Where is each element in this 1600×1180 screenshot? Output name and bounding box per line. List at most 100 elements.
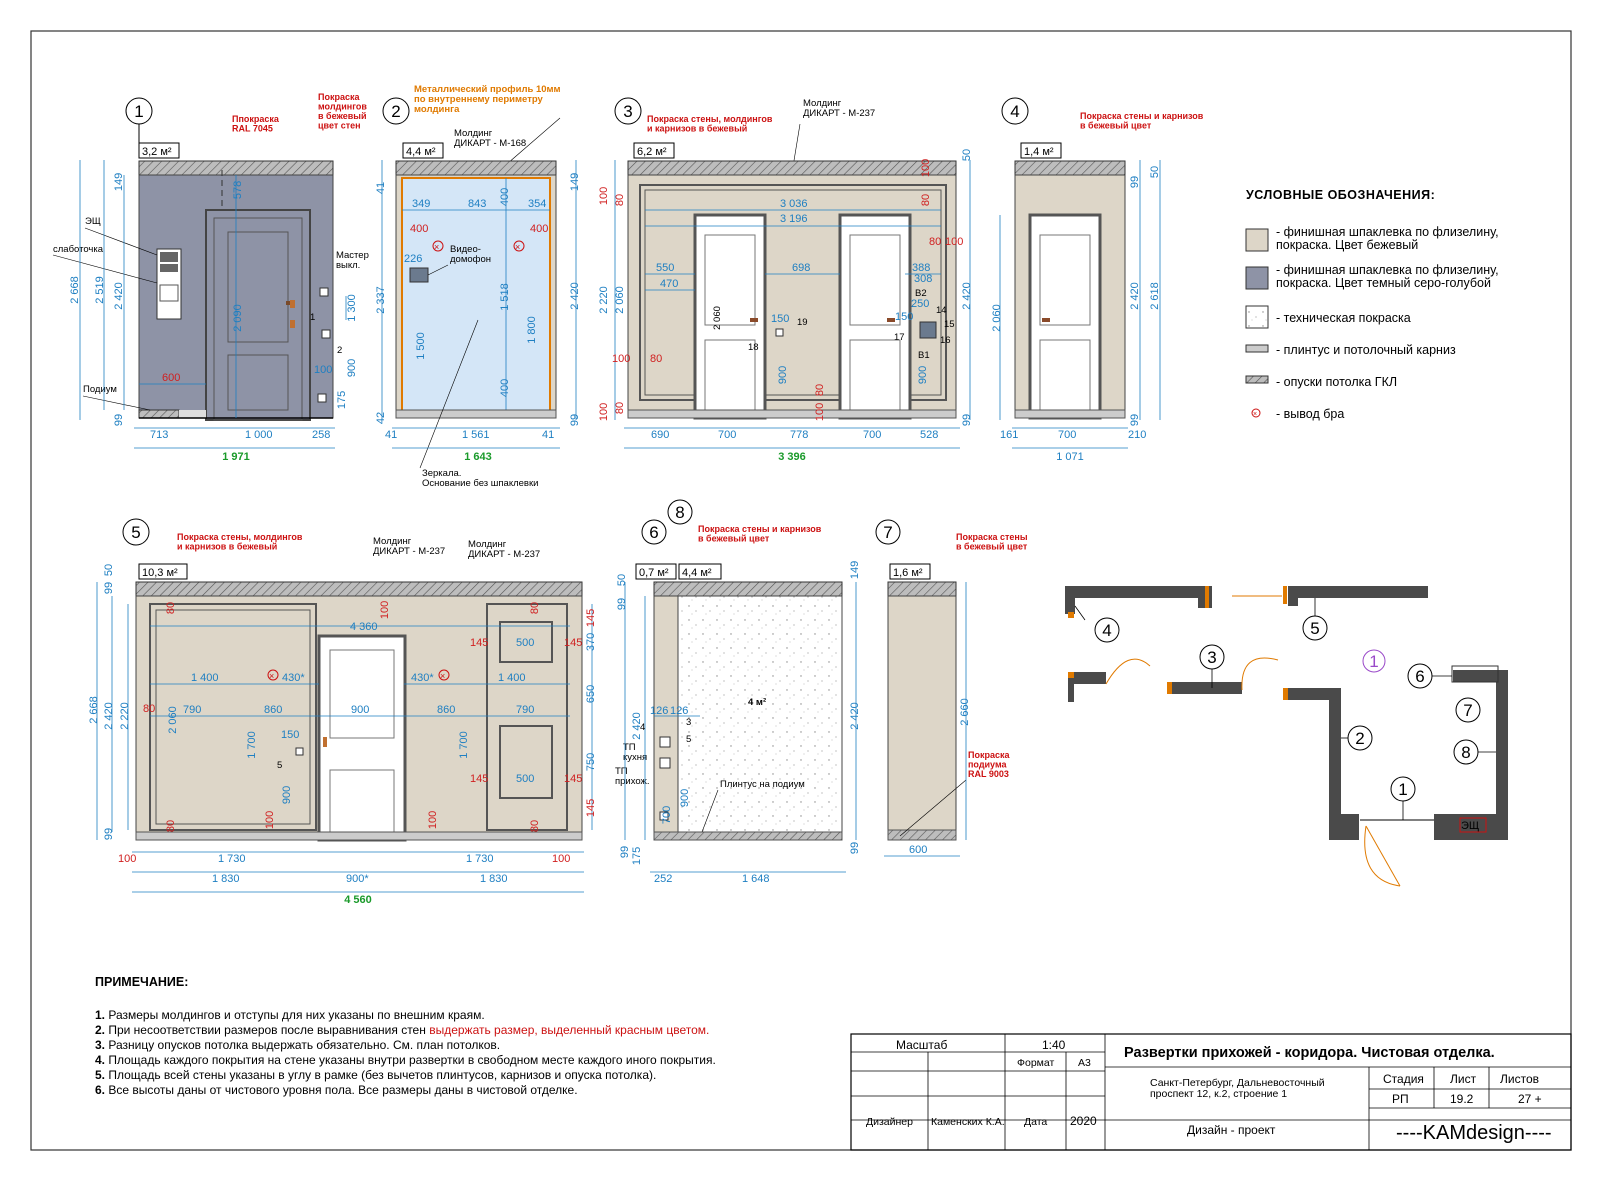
- dim-2420: 2 420: [631, 712, 643, 740]
- dim-100: 100: [598, 187, 610, 205]
- legend-item: - опуски потолка ГКЛ: [1276, 375, 1397, 389]
- dim-900: 900: [917, 366, 929, 384]
- sheets-label: Листов: [1500, 1072, 1539, 1086]
- designer-label: Дизайнер: [866, 1116, 913, 1128]
- dim-2337: 2 337: [375, 286, 387, 314]
- dim-2668: 2 668: [69, 276, 81, 304]
- dim-total: 1 643: [464, 451, 492, 463]
- dim-50: 50: [616, 574, 628, 586]
- view-number: 5: [131, 523, 140, 542]
- sheet-value: 19.2: [1450, 1092, 1474, 1106]
- view-number: 3: [623, 102, 632, 121]
- dim-80: 80: [143, 703, 155, 715]
- mirror: [401, 177, 551, 413]
- dim-41: 41: [375, 182, 387, 194]
- dim-550: 550: [656, 262, 674, 274]
- legend-item: - плинтус и потолочный карниз: [1276, 343, 1456, 357]
- dim-1730: 1 730: [466, 853, 494, 865]
- dim-99: 99: [619, 846, 631, 858]
- dim-1518: 1 518: [499, 283, 511, 311]
- dim-2220: 2 220: [119, 702, 131, 730]
- dim-650: 650: [585, 685, 597, 703]
- dim-100: 100: [264, 811, 276, 829]
- dim-100: 100: [118, 853, 136, 865]
- dim-1700: 1 700: [246, 731, 258, 759]
- dim-total: 1 071: [1056, 451, 1084, 463]
- dim-149: 149: [113, 173, 125, 191]
- note-item: 1. Размеры молдингов и отступы для них у…: [95, 1008, 485, 1022]
- note-item: 4. Площадь каждого покрытия на стене ука…: [95, 1053, 716, 1067]
- label-5: 5: [686, 734, 691, 745]
- label-b2: B2: [915, 288, 927, 299]
- label-b1: B1: [918, 350, 930, 361]
- dim-354: 354: [528, 198, 546, 210]
- plan-label: 7: [1463, 701, 1472, 720]
- dim-2668: 2 668: [88, 696, 100, 724]
- scale-value: 1:40: [1042, 1038, 1066, 1052]
- dim-790: 790: [516, 704, 534, 716]
- dim-149: 149: [569, 173, 581, 191]
- dim-145: 145: [585, 799, 597, 817]
- dim-126: 126: [650, 705, 668, 717]
- dim-900: 900: [679, 789, 691, 807]
- label-podium: Подиум: [83, 384, 117, 395]
- dim-100: 100: [920, 159, 932, 177]
- dim-total: 1 971: [222, 451, 250, 463]
- dim-99: 99: [103, 828, 115, 840]
- dim-100: 100: [612, 353, 630, 365]
- dim-400: 400: [530, 223, 548, 235]
- notes-title: ПРИМЕЧАНИЕ:: [95, 975, 188, 989]
- label-15: 15: [944, 319, 955, 330]
- dim-80: 80: [614, 402, 626, 414]
- dim-175: 175: [631, 847, 643, 865]
- dim-1400: 1 400: [498, 672, 526, 684]
- dim-578: 578: [232, 181, 244, 199]
- format-value: А3: [1078, 1057, 1091, 1069]
- dim-900: 900*: [346, 873, 369, 885]
- dim-100: 100: [814, 403, 826, 421]
- dim-2618: 2 618: [1149, 282, 1161, 310]
- dim-3196: 3 196: [780, 213, 808, 225]
- note-item: 6. Все высоты даны от чистового уровня п…: [95, 1083, 578, 1097]
- dim-100: 100: [552, 853, 570, 865]
- svg-text:×: ×: [434, 242, 439, 252]
- dim-1830: 1 830: [480, 873, 508, 885]
- dim-2420: 2 420: [103, 702, 115, 730]
- dim-900: 900: [777, 366, 789, 384]
- dim-698: 698: [792, 262, 810, 274]
- dim-388: 388: [912, 262, 930, 274]
- dim-2420: 2 420: [113, 282, 125, 310]
- title-block: [850, 1033, 1572, 1151]
- notes: ПРИМЕЧАНИЕ: 1. Размеры молдингов и отсту…: [95, 975, 716, 1097]
- dim-713: 713: [150, 429, 168, 441]
- dim-900: 900: [351, 704, 369, 716]
- dim-1400: 1 400: [191, 672, 219, 684]
- dim-80: 80: [165, 820, 177, 832]
- dim-430: 430*: [282, 672, 305, 684]
- dim-99: 99: [616, 598, 628, 610]
- dim-50: 50: [103, 564, 115, 576]
- stage-label: Стадия: [1383, 1072, 1424, 1086]
- view-number: 4: [1010, 102, 1019, 121]
- dim-80: 80: [529, 602, 541, 614]
- label-19: 19: [797, 317, 808, 328]
- door: [205, 209, 311, 421]
- legend-item: - финишная шпаклевка по флизелину,покрас…: [1276, 225, 1499, 252]
- dim-1648: 1 648: [742, 873, 770, 885]
- dim-500: 500: [516, 637, 534, 649]
- dim-100: 100: [314, 364, 332, 376]
- date-value: 2020: [1070, 1114, 1097, 1128]
- area-inner: 4 м²: [748, 697, 766, 708]
- dim-600: 600: [909, 844, 927, 856]
- dim-80: 80: [529, 820, 541, 832]
- label-18: 18: [748, 342, 759, 353]
